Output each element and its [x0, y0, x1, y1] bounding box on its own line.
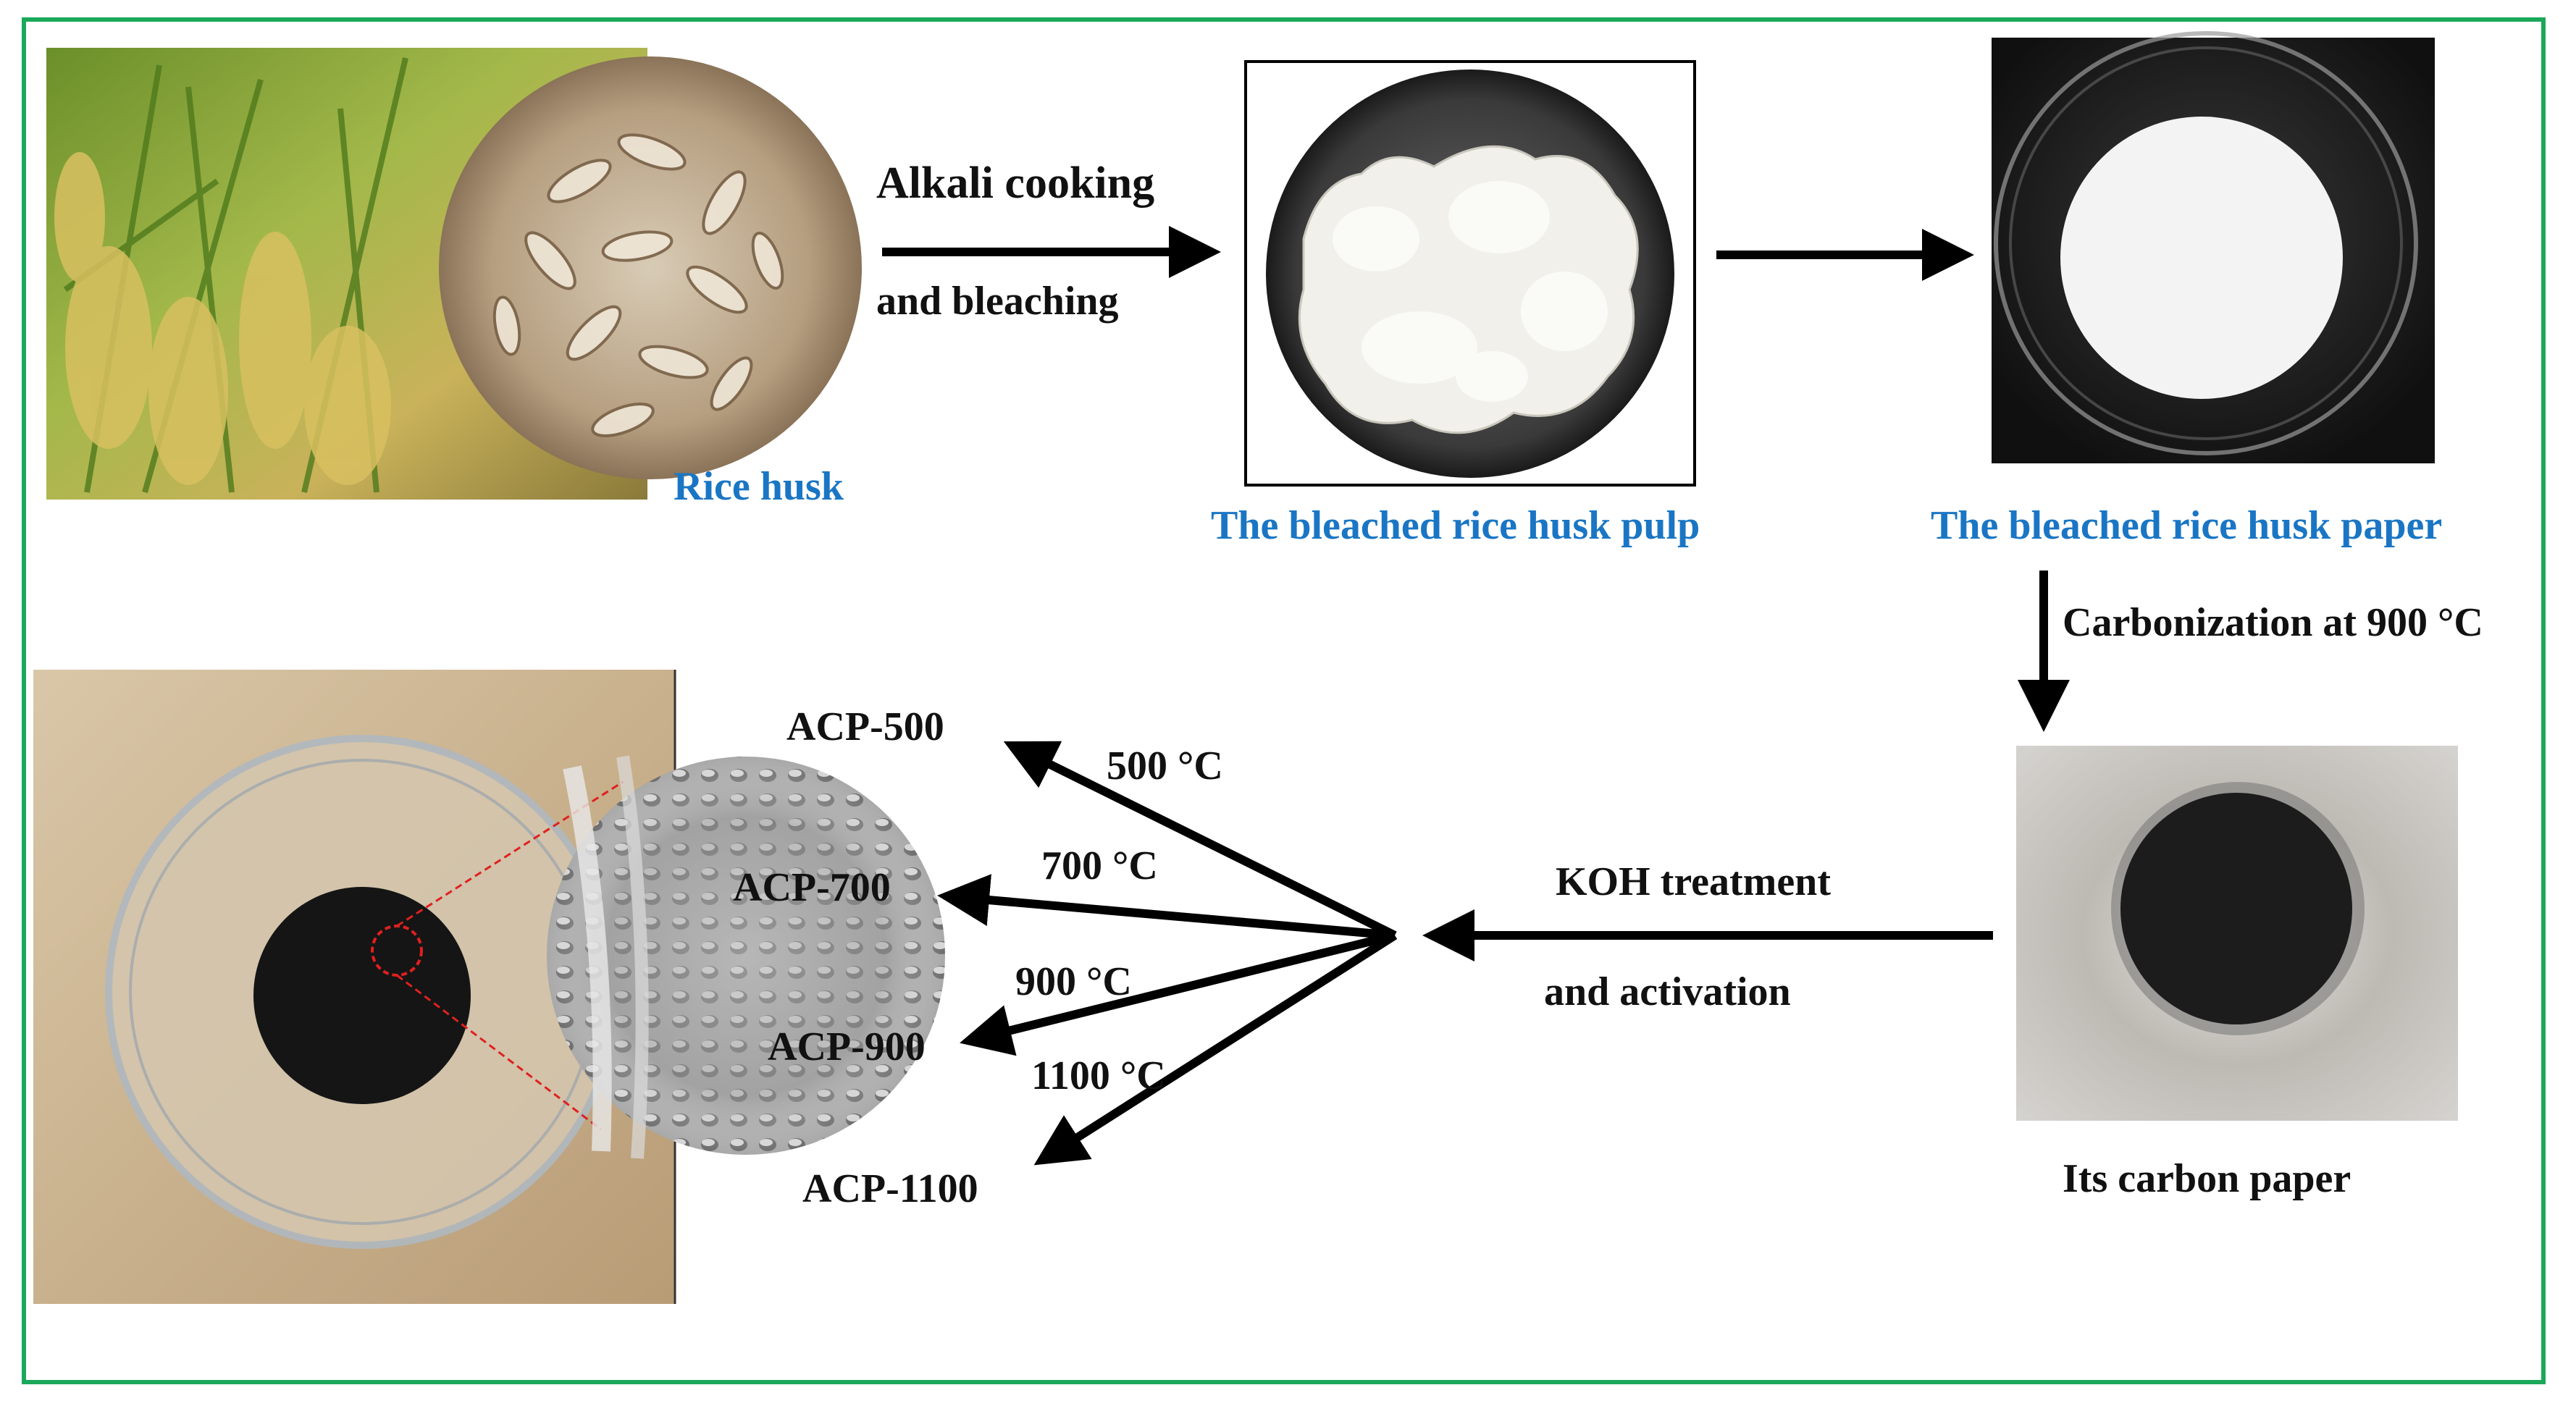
arrow-acp-1100: [1033, 931, 1398, 1166]
arrow-acp-500: [1003, 741, 1397, 940]
temp-900-label: 900 °C: [1015, 959, 1132, 1004]
carbon-paper-photo: [2016, 746, 2458, 1121]
carbonization-label: Carbonization at 900 °C: [2063, 600, 2483, 645]
arrow-acp-900: [960, 931, 1396, 1056]
alkali-label-line1: Alkali cooking: [876, 159, 1155, 208]
acp-500-label: ACP-500: [786, 704, 944, 749]
arrow-acp-700: [937, 874, 1396, 940]
carbon-paper-caption: Its carbon paper: [2063, 1156, 2351, 1201]
rice-husk-label: Rice husk: [674, 464, 844, 509]
figure-frame: [22, 17, 2546, 1384]
acp-photo: [33, 670, 676, 1304]
koh-label-line1: KOH treatment: [1556, 859, 1831, 904]
koh-label-line2: and activation: [1544, 969, 1791, 1014]
temp-500-label: 500 °C: [1107, 744, 1223, 788]
activation-arrows: [937, 741, 1398, 1166]
alkali-label-line2: and bleaching: [876, 279, 1119, 324]
sem-zoom-image: [547, 755, 945, 1159]
pulp-caption: The bleached rice husk pulp: [1211, 503, 1700, 548]
acp-700-label: ACP-700: [733, 865, 891, 910]
acp-900-label: ACP-900: [768, 1024, 926, 1069]
pulp-photo: [1244, 60, 1696, 487]
temp-1100-label: 1100 °C: [1031, 1053, 1166, 1098]
acp-1100-label: ACP-1100: [802, 1166, 978, 1211]
rice-husk-photo: [439, 56, 862, 479]
paper-caption: The bleached rice husk paper: [1931, 503, 2443, 548]
paper-photo: [1992, 31, 2435, 463]
temp-700-label: 700 °C: [1041, 843, 1158, 888]
